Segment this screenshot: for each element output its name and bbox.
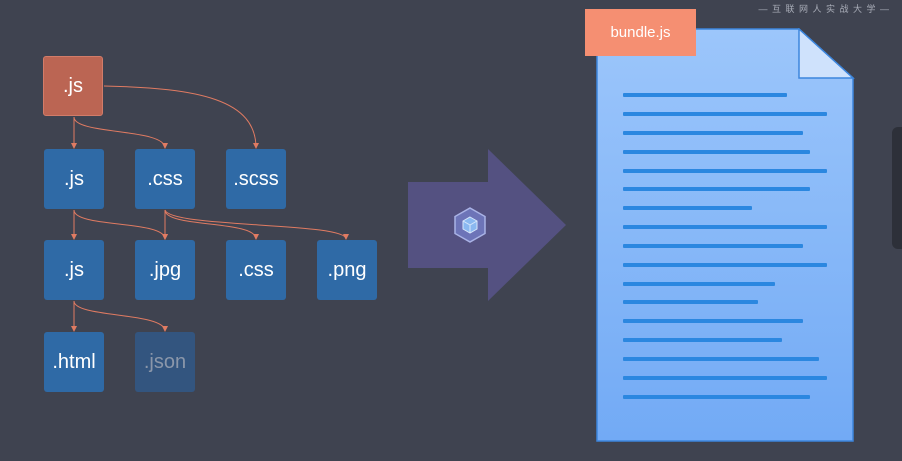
- bundle-label: bundle.js: [585, 9, 696, 56]
- edge-root-to-scss: [103, 85, 259, 149]
- text-line: [623, 169, 827, 173]
- edge-css-to-png: [164, 209, 349, 240]
- node-js-level1: .js: [44, 149, 104, 209]
- node-js-level2: .js: [44, 240, 104, 300]
- node-scss-level1: .scss: [226, 149, 286, 209]
- text-line: [623, 300, 758, 304]
- text-line: [623, 93, 787, 97]
- node-root-js: .js: [43, 56, 103, 116]
- text-line: [623, 282, 775, 286]
- node-png-level2: .png: [317, 240, 377, 300]
- node-css-level2: .css: [226, 240, 286, 300]
- text-line: [623, 376, 827, 380]
- node-jpg-level2: .jpg: [135, 240, 195, 300]
- node-json-level3: .json: [135, 332, 195, 392]
- text-line: [623, 131, 803, 135]
- webpack-cube-icon: [454, 207, 486, 243]
- side-panel-handle[interactable]: [892, 127, 902, 249]
- text-line: [623, 244, 803, 248]
- text-line: [623, 357, 819, 361]
- edge-css-to-css: [164, 209, 259, 240]
- text-line: [623, 338, 782, 342]
- node-css-level1: .css: [135, 149, 195, 209]
- text-line: [623, 319, 803, 323]
- text-line: [623, 112, 827, 116]
- text-line: [623, 187, 810, 191]
- text-line: [623, 206, 752, 210]
- edge-root-to-css: [73, 116, 168, 149]
- edge-js-to-jpg: [73, 209, 168, 240]
- node-html-level3: .html: [44, 332, 104, 392]
- text-line: [623, 150, 810, 154]
- text-line: [623, 263, 827, 267]
- transform-arrow: [408, 149, 566, 301]
- text-line: [623, 395, 810, 399]
- watermark: — 互 联 网 人 实 战 大 学 —: [758, 4, 890, 14]
- text-line: [623, 225, 827, 229]
- edge-js-to-json: [73, 300, 168, 332]
